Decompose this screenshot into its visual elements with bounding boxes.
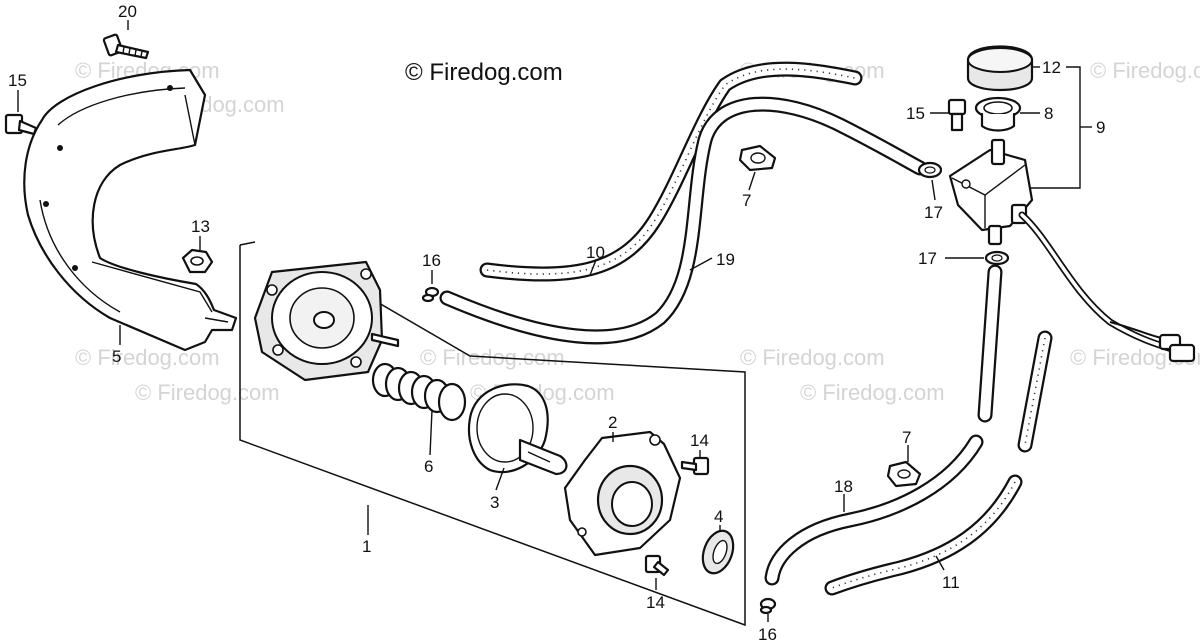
callout-10: 10 [586,243,605,262]
part-7-clamp-upper [738,144,777,172]
callout-16: 16 [422,251,441,270]
watermark-faint: © Firedog.com [800,380,945,405]
part-5-cover [23,68,238,352]
callout-2: 2 [608,413,617,432]
callout-6: 6 [424,457,433,476]
watermark: © Firedog.com [405,59,563,86]
callout-1: 1 [362,537,371,556]
part-20-bolt [102,33,150,60]
callout-11: 11 [942,573,960,592]
hose-vertical-center [977,264,1003,423]
part-19-hose [439,96,928,345]
part-4-cap [701,529,735,575]
watermark-faint: © Firedog.com [135,380,280,405]
part-14-screw-upper [680,456,710,476]
callouts: 20 15 13 5 1 6 3 2 14 4 14 16 16 10 19 7… [8,2,1105,644]
part-13-nut [181,248,214,274]
part-17-clamp-upper [917,161,943,179]
watermark-faint: © Firedog.com [740,345,885,370]
callout-9: 9 [1096,118,1105,137]
callout-15: 15 [8,71,27,90]
callout-15: 15 [906,104,925,123]
part-15-bolt-right [947,98,967,132]
part-17-clamp-lower [984,250,1010,266]
part-16-clip-upper [421,286,440,303]
callout-13: 13 [191,217,210,236]
callout-14: 14 [646,593,665,612]
part-10-hose [479,61,863,282]
callout-8: 8 [1044,104,1053,123]
part-6-spring [371,362,467,422]
watermark-faint: © Firedog.com [1090,58,1200,83]
part-8-seal [974,96,1022,132]
callout-16: 16 [758,625,777,644]
hose-vertical-right [1017,330,1053,453]
part-3-diaphragm [467,383,568,476]
part-12-cap [966,45,1034,92]
callout-17: 17 [924,203,943,222]
part-16-clip-lower [759,597,777,615]
callout-19: 19 [716,250,735,269]
part-7-clamp-lower [886,460,922,488]
part-15-bolt-left [4,113,38,136]
callout-7: 7 [742,191,751,210]
callout-14: 14 [690,431,709,450]
part-9-valve [948,138,1196,363]
callout-17: 17 [918,249,937,268]
part-2-housing [563,430,682,557]
callout-4: 4 [714,507,723,526]
callout-20: 20 [118,2,137,21]
watermark-faint: © Firedog.com [75,345,220,370]
part-11-hose [824,474,1023,596]
callout-3: 3 [490,493,499,512]
part-18-hose [764,434,984,586]
callout-18: 18 [834,477,853,496]
part-cover-plate [253,260,400,382]
callout-5: 5 [112,347,121,366]
part-14-screw-lower [644,554,670,577]
callout-12: 12 [1042,58,1061,77]
callout-7: 7 [902,428,911,447]
leader-lines [17,20,1092,622]
